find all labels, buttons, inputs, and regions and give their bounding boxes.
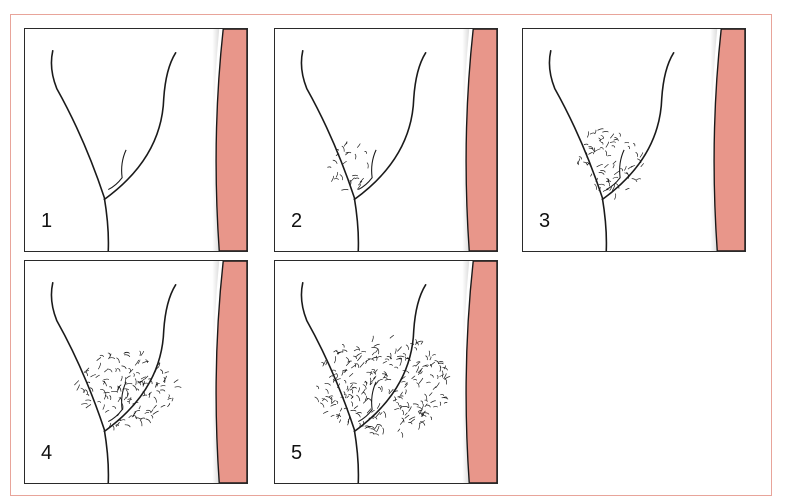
body-outline: [50, 50, 177, 251]
figure-frame: [10, 14, 772, 496]
stage-panel-3: 3: [522, 28, 746, 252]
hair-pattern: [327, 141, 369, 191]
stage-illustration: [548, 29, 745, 251]
side-band: [465, 261, 497, 483]
side-band: [215, 261, 247, 483]
stage-number: 4: [41, 442, 53, 464]
thigh-shading: [441, 29, 470, 251]
stage-number: 3: [539, 210, 551, 232]
stage-illustration: [50, 29, 247, 251]
stage-panel-5: 5: [274, 260, 498, 484]
labial-line: [358, 149, 377, 191]
labial-line: [108, 149, 127, 191]
thigh-shading: [191, 261, 220, 483]
labial-line: [606, 149, 625, 191]
thigh-shading: [191, 29, 220, 251]
stage-panel-4: 4: [24, 260, 248, 484]
body-outline: [300, 282, 427, 483]
stage-number: 5: [291, 442, 303, 464]
body-outline: [548, 50, 675, 251]
labial-line: [108, 381, 127, 423]
stage-panel-1: 1: [24, 28, 248, 252]
labial-line: [358, 381, 377, 423]
side-band: [215, 29, 247, 251]
stage-illustration: [300, 29, 497, 251]
stage-illustration: [300, 261, 497, 483]
hair-pattern: [74, 350, 182, 431]
body-outline: [50, 282, 177, 483]
stage-illustration: [50, 261, 247, 483]
stage-number: 1: [41, 210, 53, 232]
side-band: [465, 29, 497, 251]
stage-number: 2: [291, 210, 303, 232]
thigh-shading: [441, 261, 470, 483]
hair-pattern: [576, 128, 645, 200]
stage-panel-2: 2: [274, 28, 498, 252]
thigh-shading: [689, 29, 718, 251]
hair-pattern: [314, 334, 451, 438]
side-band: [713, 29, 745, 251]
body-outline: [300, 50, 427, 251]
